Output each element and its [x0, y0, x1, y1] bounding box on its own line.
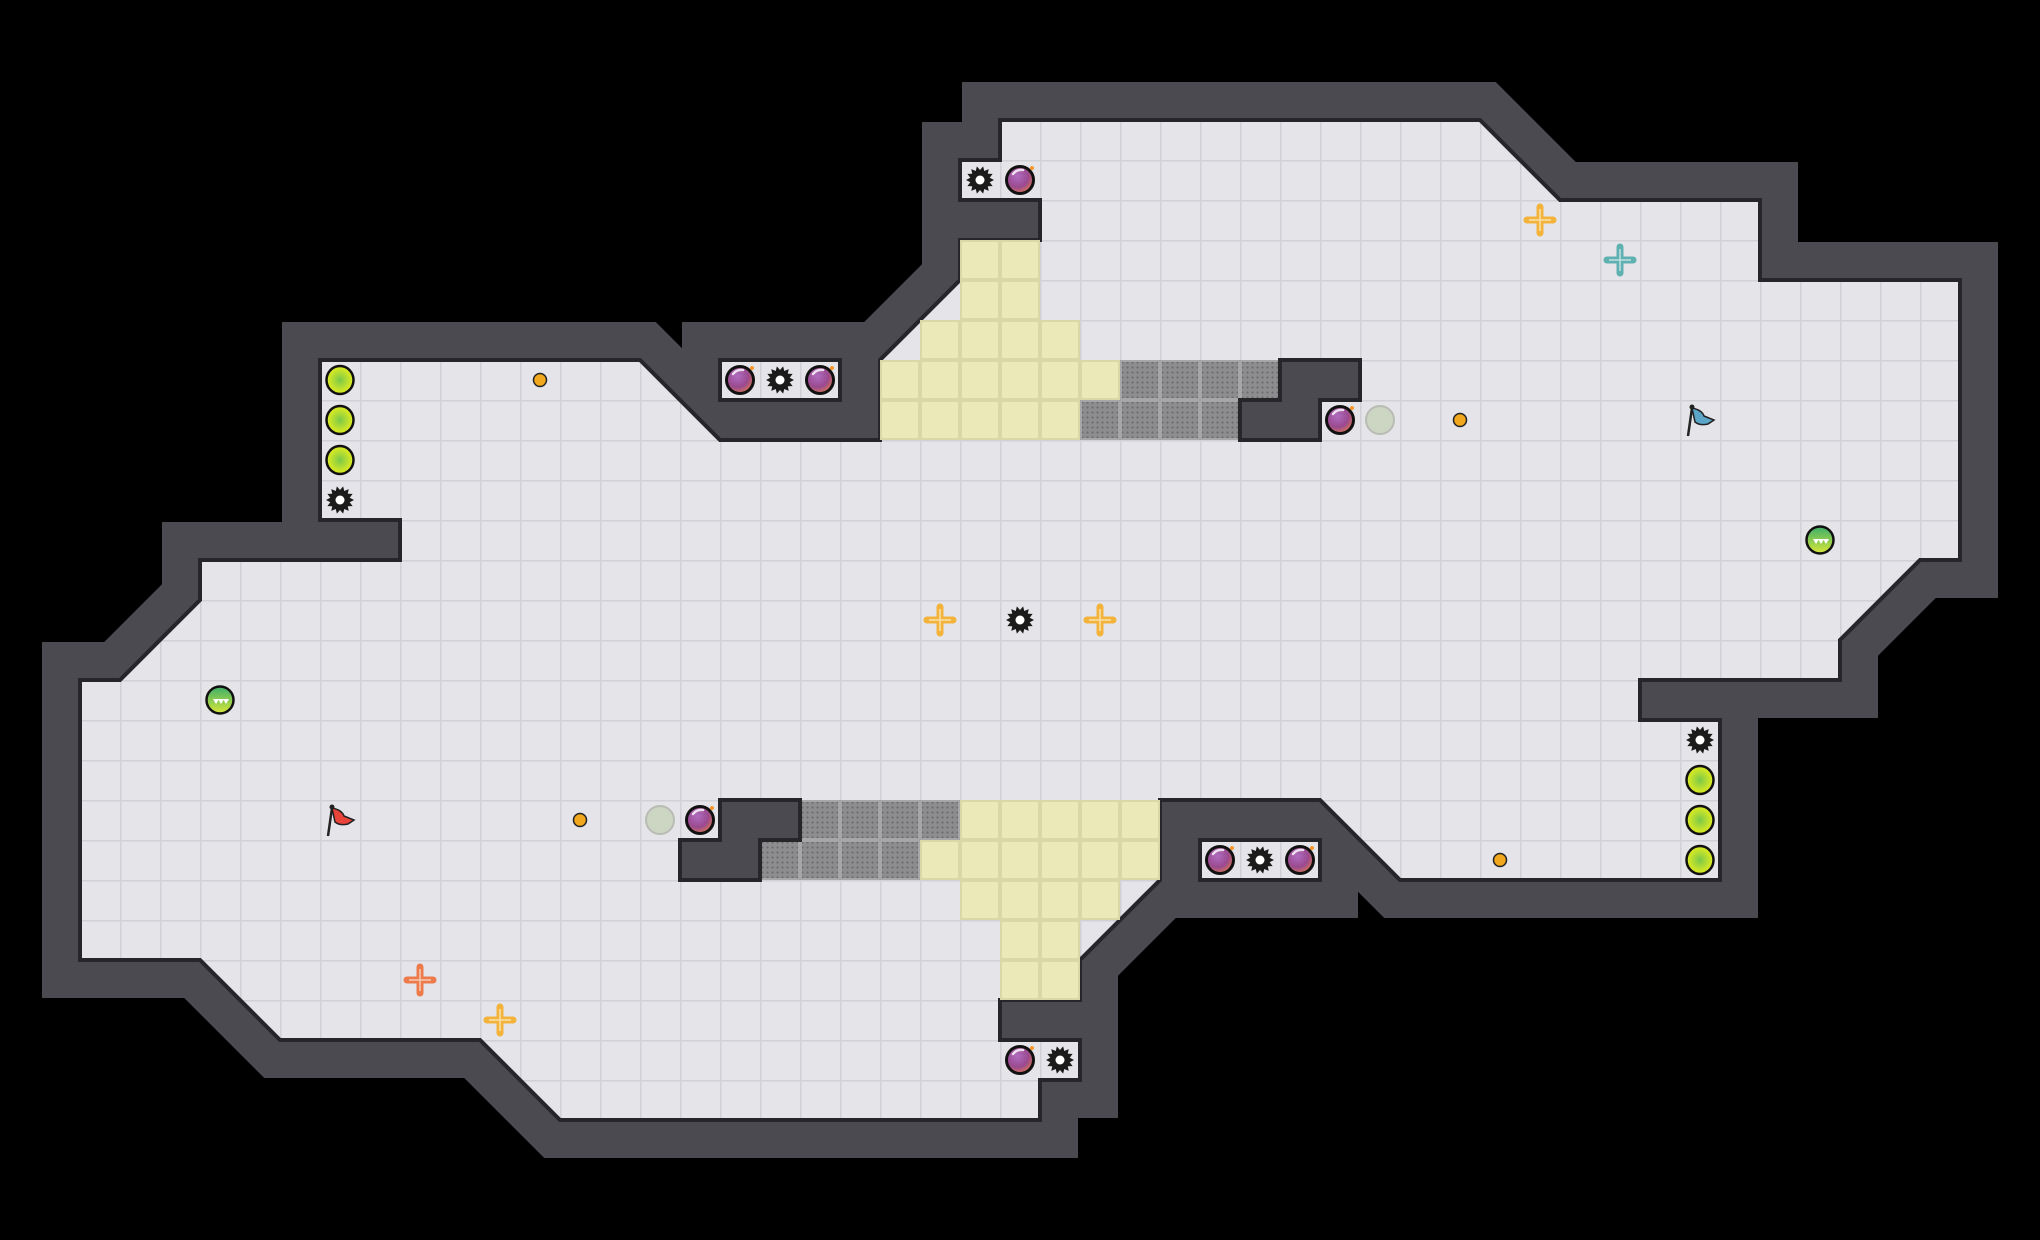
yellow-ball-icon: [1685, 764, 1715, 796]
highlight-tile: [960, 360, 1000, 400]
highlight-tile: [960, 840, 1000, 880]
highlight-tile: [960, 320, 1000, 360]
bomb-icon: [1205, 845, 1235, 875]
grate-tile: [1200, 360, 1240, 400]
yellow-ball-icon: [325, 364, 355, 396]
highlight-tile: [1000, 360, 1040, 400]
highlight-tile: [1000, 400, 1040, 440]
green-ball-icon: [1805, 525, 1835, 555]
bomb-icon: [1285, 845, 1315, 875]
highlight-tile: [1080, 840, 1120, 880]
highlight-tile: [880, 360, 920, 400]
highlight-tile: [1040, 400, 1080, 440]
highlight-tile: [1000, 960, 1040, 1000]
highlight-tile: [1040, 360, 1080, 400]
gear-icon: [766, 366, 794, 394]
grate-tile: [1160, 360, 1200, 400]
bomb-icon: [1325, 405, 1355, 435]
highlight-tile: [960, 800, 1000, 840]
yellow-ball-icon: [325, 404, 355, 436]
wall-block: [1238, 358, 1362, 442]
highlight-tile: [1000, 880, 1040, 920]
floor-edge: [1198, 838, 1322, 882]
grate-tile: [1120, 400, 1160, 440]
highlight-tile: [960, 240, 1000, 280]
highlight-tile: [1040, 840, 1080, 880]
highlight-tile: [960, 400, 1000, 440]
highlight-tile: [1040, 320, 1080, 360]
highlight-tile: [1000, 920, 1040, 960]
highlight-tile: [920, 840, 960, 880]
plus-icon: [1603, 243, 1637, 277]
highlight-tile: [920, 360, 960, 400]
highlight-tile: [1040, 800, 1080, 840]
grate-tile: [880, 800, 920, 840]
grate-tile: [1240, 360, 1280, 400]
yellow-ball-icon: [1685, 804, 1715, 836]
grate-tile: [1120, 360, 1160, 400]
plus-icon: [483, 1003, 517, 1037]
highlight-tile: [1000, 840, 1040, 880]
highlight-tile: [1040, 880, 1080, 920]
floor-edge: [718, 358, 842, 402]
highlight-tile: [1080, 880, 1120, 920]
plus-icon: [923, 603, 957, 637]
highlight-tile: [1120, 840, 1160, 880]
bomb-icon: [685, 805, 715, 835]
plus-icon: [1523, 203, 1557, 237]
bomb-icon: [805, 365, 835, 395]
coin-icon: [572, 812, 588, 828]
flag-icon: [326, 804, 356, 837]
grate-tile: [800, 840, 840, 880]
coin-icon: [532, 372, 548, 388]
grate-tile: [920, 800, 960, 840]
highlight-tile: [1000, 320, 1040, 360]
gear-icon: [966, 166, 994, 194]
grate-tile: [1200, 400, 1240, 440]
highlight-tile: [1000, 280, 1040, 320]
grate-tile: [800, 800, 840, 840]
gear-icon: [1046, 1046, 1074, 1074]
grate-tile: [760, 840, 800, 880]
highlight-tile: [1040, 960, 1080, 1000]
coin-icon: [1492, 852, 1508, 868]
gear-icon: [1686, 726, 1714, 754]
bomb-icon: [1005, 165, 1035, 195]
bomb-icon: [725, 365, 755, 395]
coin-icon: [1452, 412, 1468, 428]
plus-icon: [1083, 603, 1117, 637]
gear-icon: [1246, 846, 1274, 874]
yellow-ball-icon: [1685, 844, 1715, 876]
highlight-tile: [920, 320, 960, 360]
highlight-tile: [960, 280, 1000, 320]
ghost-circle-icon: [1365, 405, 1395, 435]
interior-walls: [678, 358, 1362, 882]
highlight-tile: [1000, 800, 1040, 840]
grate-tile: [1160, 400, 1200, 440]
gear-icon: [326, 486, 354, 514]
highlight-tile: [1040, 920, 1080, 960]
highlight-tile: [960, 880, 1000, 920]
yellow-ball-icon: [325, 444, 355, 476]
item-layer: [205, 165, 1835, 1075]
bomb-icon: [1005, 1045, 1035, 1075]
highlight-tile: [1120, 800, 1160, 840]
highlight-tile: [1080, 360, 1120, 400]
grate-tile: [880, 840, 920, 880]
highlight-tile: [1000, 240, 1040, 280]
flag-icon: [1686, 404, 1716, 437]
highlight-tile: [920, 400, 960, 440]
grate-tile: [840, 840, 880, 880]
highlight-tile: [880, 400, 920, 440]
gear-icon: [1006, 606, 1034, 634]
green-ball-icon: [205, 685, 235, 715]
grate-tile: [840, 800, 880, 840]
grate-tile: [1080, 400, 1120, 440]
plus-icon: [403, 963, 437, 997]
tile-layer: [760, 240, 1280, 1000]
wall-block: [678, 798, 802, 882]
highlight-tile: [1080, 800, 1120, 840]
ghost-circle-icon: [645, 805, 675, 835]
